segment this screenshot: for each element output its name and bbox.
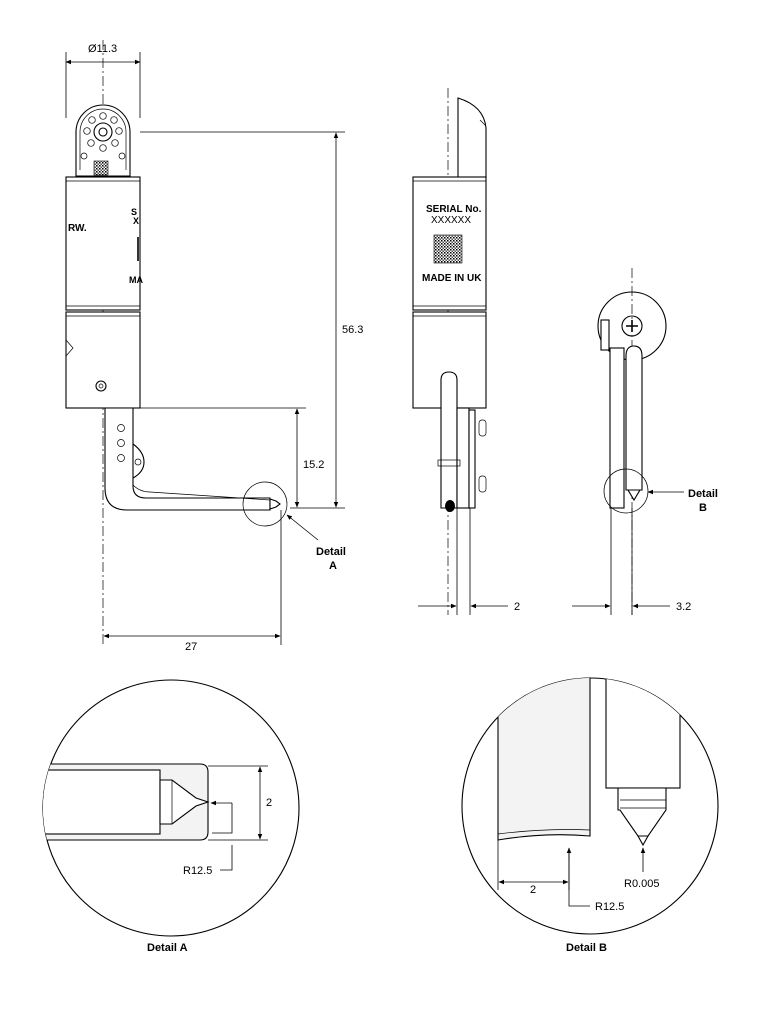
front-text-bottom: MA [129, 275, 143, 285]
detail-b-callout-line2: B [699, 502, 707, 514]
data-matrix-code [433, 234, 463, 264]
stylus-arm [104, 407, 281, 511]
dim-height-label: 56.3 [342, 324, 363, 336]
detail-b: 2 R12.5 R0.005 Detail B [461, 677, 719, 954]
detail-a-callout: Detail A [286, 514, 346, 572]
front-view: RW. S X MA Ø11.3 [65, 40, 363, 653]
detail-a-callout-circle [242, 481, 288, 527]
detail-a: 2 R12.5 Detail A [42, 679, 300, 954]
dim-height: 56.3 [140, 131, 363, 509]
detail-a-callout-line1: Detail [316, 546, 346, 558]
detail-b-callout-line1: Detail [688, 488, 718, 500]
dim-length: 27 [103, 510, 282, 653]
dim-offset-label: 15.2 [303, 459, 324, 471]
dim-diameter: Ø11.3 [65, 43, 141, 118]
made-in-label: MADE IN UK [422, 273, 482, 284]
dim-length-label: 27 [185, 641, 197, 653]
front-logo-text: RW. [68, 223, 87, 234]
detail-b-dim-tip-radius: R0.005 [624, 878, 659, 890]
end-clip [600, 319, 610, 351]
detail-b-dim-radius: R12.5 [595, 901, 624, 913]
serial-value: XXXXXX [431, 215, 471, 226]
detail-a-dim-radius: R12.5 [183, 865, 212, 877]
side-view: SERIAL No. XXXXXX MADE IN UK 2 [412, 88, 520, 615]
side-stylus-mount [440, 371, 458, 509]
serial-label: SERIAL No. [426, 204, 482, 215]
end-view: 3.2 Detail B [572, 268, 718, 615]
end-arm [609, 347, 625, 509]
dim-side-width-label: 2 [514, 601, 520, 613]
upper-body [65, 176, 141, 311]
dim-diameter-label: Ø11.3 [88, 43, 117, 55]
dim-offset: 15.2 [140, 407, 324, 508]
dim-end-width-label: 3.2 [676, 601, 691, 613]
front-text-top: S [131, 207, 137, 217]
connector-head [75, 104, 131, 177]
detail-a-dim-width: 2 [266, 797, 272, 809]
front-text-mid: X [133, 216, 139, 226]
detail-a-title: Detail A [147, 942, 188, 954]
lower-body [65, 311, 141, 409]
detail-b-title: Detail B [566, 942, 607, 954]
screw-hole [95, 380, 107, 392]
detail-a-callout-line2: A [329, 560, 337, 572]
end-stylus [625, 345, 643, 491]
detail-b-dim-width: 2 [530, 884, 536, 896]
side-head [457, 97, 487, 178]
